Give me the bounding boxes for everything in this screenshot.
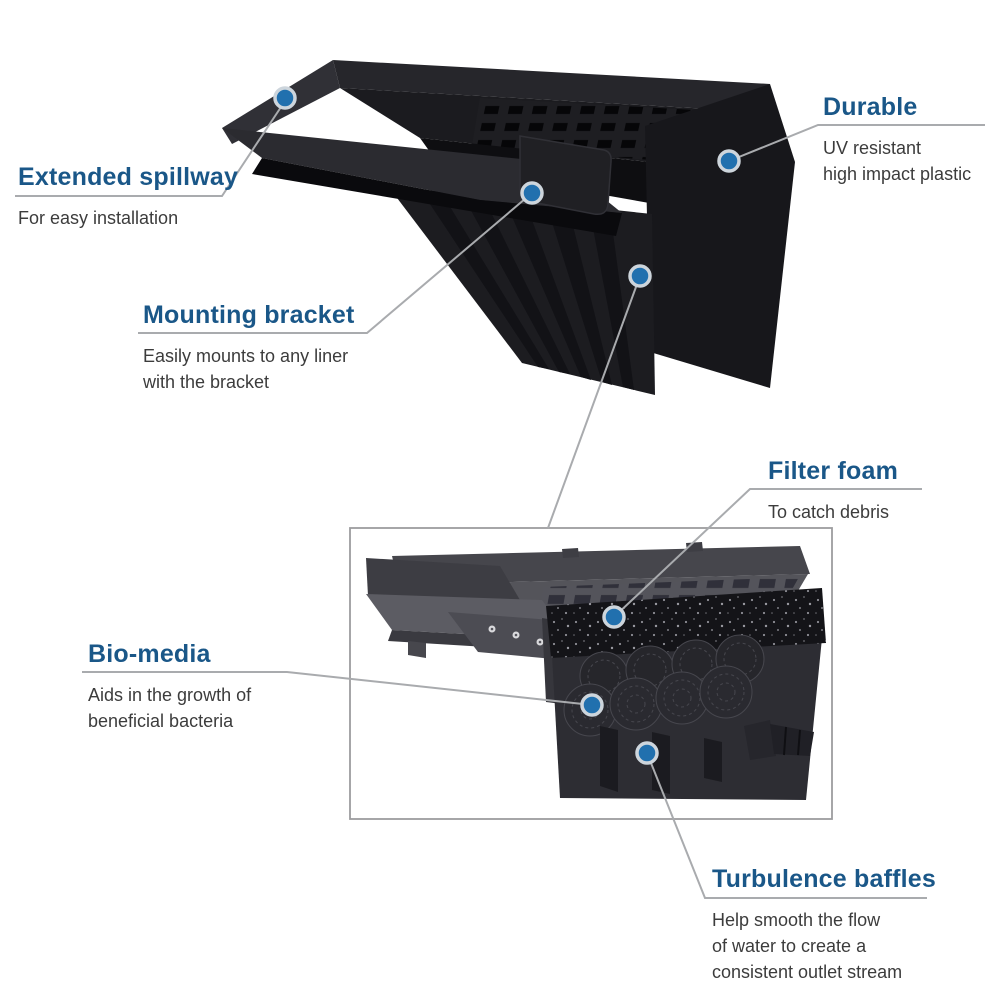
- spillway-front-edge: [252, 158, 622, 236]
- cutaway-product-image: [366, 542, 826, 800]
- marker-dot-bio-media: [580, 693, 604, 717]
- rim-tab: [562, 548, 579, 558]
- bio-media-balls: [563, 634, 765, 737]
- spillway-flange: [408, 641, 426, 658]
- tray-back-rim: [333, 60, 770, 112]
- marker-dot-turbulence-baffles: [635, 741, 659, 765]
- channel-back-wall: [366, 558, 520, 600]
- callout-line-mounting-bracket: [138, 192, 533, 334]
- main-product-image: [222, 60, 795, 395]
- marker-dot-filter-foam: [602, 605, 626, 629]
- outlet-fitting: [744, 720, 814, 760]
- bracket-screws: [488, 625, 544, 646]
- callout-line-turbulence-baffles: [646, 752, 927, 899]
- marker-dot-detail-connector: [628, 264, 652, 288]
- callout-line-bio-media: [82, 671, 593, 706]
- detail-view-connector-line: [547, 275, 641, 529]
- callout-line-durable: [728, 124, 985, 162]
- right-wall: [645, 84, 795, 388]
- marker-dot-mounting-bracket: [520, 181, 544, 205]
- marker-dot-durable: [717, 149, 741, 173]
- corrugation-ribs: [420, 189, 634, 390]
- callout-line-extended-spillway: [15, 100, 286, 197]
- callout-line-filter-foam: [613, 488, 922, 618]
- marker-dot-extended-spillway: [273, 86, 297, 110]
